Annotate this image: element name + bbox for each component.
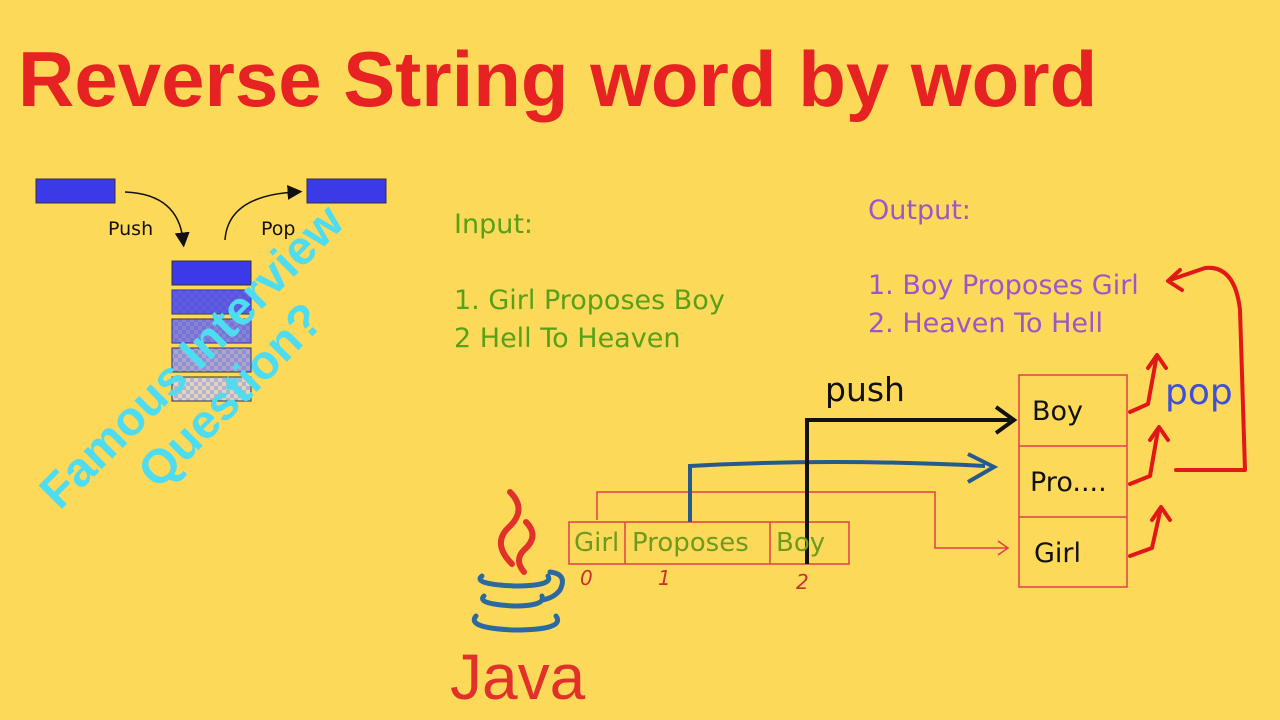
boy-push-line — [805, 418, 1010, 564]
output-line-2: 2. Heaven To Hell — [868, 308, 1104, 339]
input-heading: Input: — [454, 209, 534, 240]
pop-label: Pop — [261, 218, 296, 240]
word-array — [568, 521, 850, 565]
array-index-2: 2 — [796, 570, 809, 594]
girl-push-line — [596, 491, 1008, 549]
stack-item-top: Boy — [1032, 396, 1084, 427]
popped-block — [306, 178, 387, 204]
stack-item-bottom: Girl — [1034, 538, 1082, 569]
stack-block-1 — [171, 260, 252, 286]
output-line-1: 1. Boy Proposes Girl — [868, 270, 1139, 301]
stack-illustration — [35, 178, 387, 402]
push-annotation: push — [825, 370, 905, 409]
pop-arrows — [1128, 265, 1247, 558]
stack-block-4 — [171, 347, 252, 373]
page-title: Reverse String word by word — [18, 35, 1098, 123]
array-cell-2: Boy — [776, 528, 826, 558]
array-index-1: 1 — [658, 566, 671, 590]
stack-block-5 — [171, 376, 252, 402]
output-heading: Output: — [868, 195, 971, 226]
push-label: Push — [108, 218, 154, 240]
pushed-block — [35, 178, 116, 204]
pop-arrow — [224, 184, 303, 241]
proposes-push-line — [688, 460, 986, 522]
input-line-2: 2 Hell To Heaven — [454, 323, 681, 354]
input-line-1: 1. Girl Proposes Boy — [454, 285, 725, 316]
array-cell-0: Girl — [574, 528, 620, 558]
array-index-0: 0 — [580, 566, 593, 590]
stack-item-middle: Pro.... — [1030, 467, 1107, 498]
array-cell-1: Proposes — [632, 528, 749, 558]
word-stack — [1018, 374, 1128, 588]
push-arrow — [124, 191, 190, 248]
pop-annotation: pop — [1165, 372, 1233, 413]
java-logo-icon — [471, 489, 565, 633]
java-label: Java — [450, 641, 586, 713]
